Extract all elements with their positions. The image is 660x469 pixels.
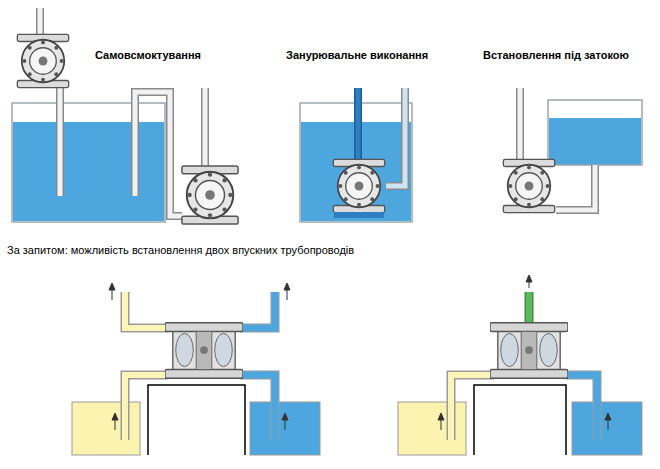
note-text: За запитом: можливість встановлення двох… [7, 244, 354, 257]
panel-heading: Занурювальне виконання [286, 49, 428, 62]
panel-heading: Встановлення під затокою [483, 49, 629, 62]
panel-heading: Самовсмоктування [95, 49, 201, 62]
